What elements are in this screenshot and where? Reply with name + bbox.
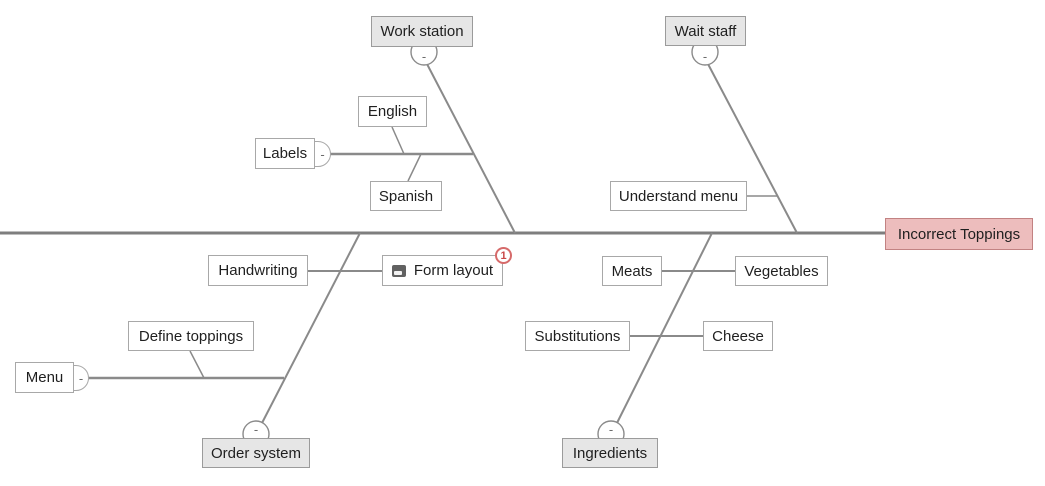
category-work-station[interactable]: Work station bbox=[371, 16, 473, 47]
cause-labels[interactable]: Labels bbox=[255, 138, 315, 169]
english-connector bbox=[391, 126, 405, 155]
form-layout-count-badge[interactable]: 1 bbox=[495, 247, 512, 264]
cause-vegetables[interactable]: Vegetables bbox=[735, 256, 828, 286]
category-order-system[interactable]: Order system bbox=[202, 438, 310, 468]
form-layout-label: Form layout bbox=[413, 262, 494, 279]
order-system-collapse-toggle[interactable]: - bbox=[253, 422, 259, 437]
effect-incorrect-toppings[interactable]: Incorrect Toppings bbox=[885, 218, 1033, 250]
cause-handwriting[interactable]: Handwriting bbox=[208, 255, 308, 286]
category-wait-staff[interactable]: Wait staff bbox=[665, 16, 746, 46]
ingredients-collapse-toggle[interactable]: - bbox=[608, 422, 614, 437]
wait-staff-collapse-toggle[interactable]: - bbox=[702, 49, 708, 64]
cause-define-toppings[interactable]: Define toppings bbox=[128, 321, 254, 351]
spanish-connector bbox=[407, 153, 422, 182]
work-station-bone bbox=[426, 63, 516, 234]
category-ingredients[interactable]: Ingredients bbox=[562, 438, 658, 468]
cause-english[interactable]: English bbox=[358, 96, 427, 127]
ingredients-bone bbox=[616, 232, 713, 424]
cause-meats[interactable]: Meats bbox=[602, 256, 662, 286]
cause-substitutions[interactable]: Substitutions bbox=[525, 321, 630, 351]
cause-cheese[interactable]: Cheese bbox=[703, 321, 773, 351]
wait-staff-bone bbox=[707, 63, 798, 234]
cause-understand-menu[interactable]: Understand menu bbox=[610, 181, 747, 211]
work-station-collapse-toggle[interactable]: - bbox=[421, 49, 427, 64]
note-icon bbox=[391, 264, 406, 277]
order-system-bone bbox=[261, 232, 361, 424]
define-toppings-connector bbox=[189, 350, 205, 379]
cause-menu[interactable]: Menu bbox=[15, 362, 74, 393]
cause-form-layout[interactable]: Form layout bbox=[382, 255, 503, 286]
cause-spanish[interactable]: Spanish bbox=[370, 181, 442, 211]
